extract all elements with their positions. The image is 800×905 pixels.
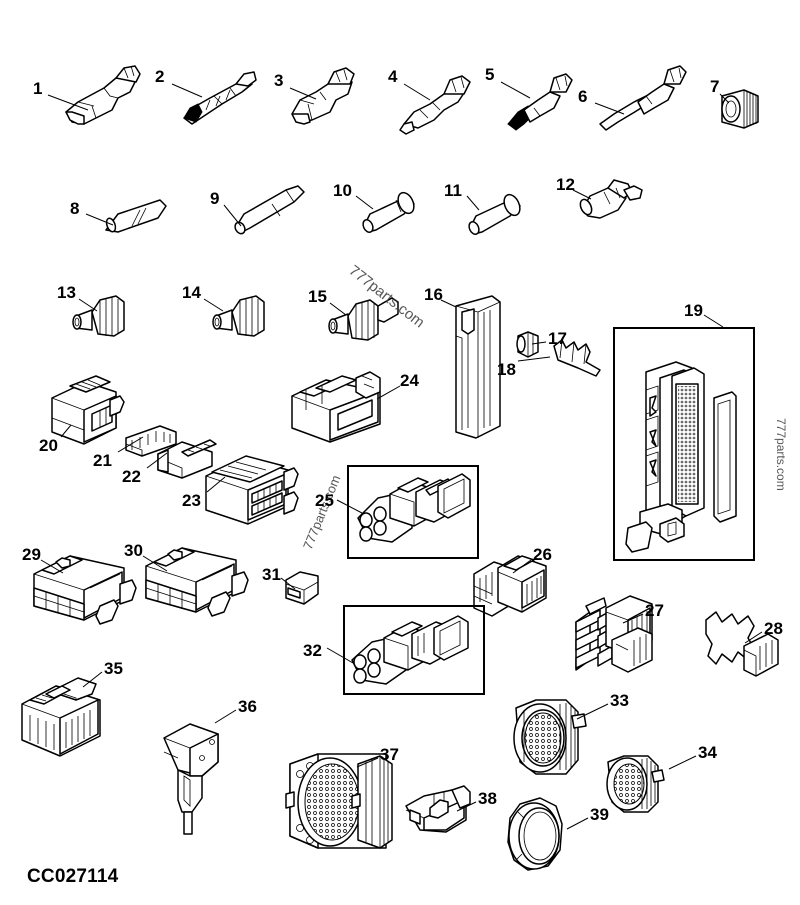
part-25-boxed-kit — [347, 465, 479, 559]
callout-number-33[interactable]: 33 — [610, 691, 629, 710]
callout-number-1[interactable]: 1 — [33, 79, 43, 98]
callout-number-7[interactable]: 7 — [710, 77, 720, 96]
callout-number-30[interactable]: 30 — [124, 541, 143, 560]
part-10-seal — [362, 191, 415, 233]
callout-number-38[interactable]: 38 — [478, 789, 497, 808]
part-7-bushing — [721, 89, 759, 129]
part-28-clip — [705, 611, 779, 677]
watermark-777parts-3: 777parts.com — [774, 418, 788, 491]
callout-number-3[interactable]: 3 — [274, 71, 284, 90]
part-37-receptacle — [285, 753, 393, 849]
callout-number-19[interactable]: 19 — [684, 301, 703, 320]
callout-number-28[interactable]: 28 — [764, 619, 783, 638]
callout-number-27[interactable]: 27 — [645, 601, 664, 620]
part-31-cap — [285, 571, 319, 605]
part-30-housing — [145, 547, 249, 617]
callout-number-5[interactable]: 5 — [485, 65, 495, 84]
callout-number-23[interactable]: 23 — [182, 491, 201, 510]
part-38-housing — [405, 785, 471, 833]
part-35-housing — [21, 677, 101, 757]
callout-number-20[interactable]: 20 — [39, 436, 58, 455]
callout-number-6[interactable]: 6 — [578, 87, 588, 106]
callout-number-16[interactable]: 16 — [424, 285, 443, 304]
part-19-boxed-connector — [613, 327, 755, 561]
callout-number-11[interactable]: 11 — [444, 181, 462, 200]
part-21-lock — [125, 425, 177, 457]
callout-number-14[interactable]: 14 — [182, 283, 201, 302]
part-22-wedge — [157, 439, 217, 479]
callout-number-36[interactable]: 36 — [238, 697, 257, 716]
part-33-circular — [513, 699, 587, 775]
callout-number-21[interactable]: 21 — [93, 451, 112, 470]
part-3-terminal — [291, 67, 355, 125]
callout-number-32[interactable]: 32 — [303, 641, 322, 660]
part-36-housing — [163, 723, 219, 835]
callout-number-39[interactable]: 39 — [590, 805, 609, 824]
part-13-wire-seal — [72, 295, 125, 337]
callout-number-12[interactable]: 12 — [556, 175, 575, 194]
callout-number-4[interactable]: 4 — [388, 67, 398, 86]
part-9-seal — [234, 185, 305, 235]
part-14-wire-seal — [212, 295, 265, 337]
part-5-terminal — [507, 73, 573, 131]
part-32-boxed-kit — [343, 605, 485, 695]
part-6-terminal — [599, 65, 687, 131]
part-1-terminal — [65, 65, 141, 125]
callout-number-25[interactable]: 25 — [315, 491, 334, 510]
callout-number-31[interactable]: 31 — [262, 565, 281, 584]
callout-number-2[interactable]: 2 — [155, 67, 165, 86]
part-15-wire-seal — [328, 297, 399, 341]
part-20-housing — [51, 375, 125, 445]
callout-number-13[interactable]: 13 — [57, 283, 76, 302]
part-16-cover — [455, 295, 501, 439]
part-27-housing — [575, 595, 653, 673]
callout-number-35[interactable]: 35 — [104, 659, 123, 678]
callout-number-8[interactable]: 8 — [70, 199, 80, 218]
part-18-tool — [553, 339, 601, 377]
callout-number-18[interactable]: 18 — [497, 360, 516, 379]
part-34-circular — [606, 755, 665, 813]
callout-number-37[interactable]: 37 — [380, 745, 399, 764]
part-39-ring — [507, 797, 563, 871]
callout-number-26[interactable]: 26 — [533, 545, 552, 564]
callout-number-10[interactable]: 10 — [333, 181, 352, 200]
part-24-housing — [291, 371, 381, 443]
drawing-number: CC027114 — [27, 866, 119, 887]
part-2-terminal — [183, 71, 257, 125]
part-4-terminal — [399, 75, 471, 135]
callout-number-22[interactable]: 22 — [122, 467, 141, 486]
callout-number-15[interactable]: 15 — [308, 287, 327, 306]
callout-number-17[interactable]: 17 — [548, 329, 567, 348]
callout-number-34[interactable]: 34 — [698, 743, 717, 762]
part-29-housing — [33, 555, 137, 625]
callout-number-9[interactable]: 9 — [210, 189, 220, 208]
part-11-seal — [468, 193, 521, 235]
part-8-seal — [105, 199, 167, 233]
part-23-housing — [205, 455, 299, 525]
callout-number-29[interactable]: 29 — [22, 545, 41, 564]
leader-lines — [40, 81, 763, 830]
part-26-housing — [473, 555, 547, 617]
callout-number-24[interactable]: 24 — [400, 371, 419, 390]
part-12-seal — [579, 179, 643, 219]
part-17-plug — [516, 331, 539, 358]
